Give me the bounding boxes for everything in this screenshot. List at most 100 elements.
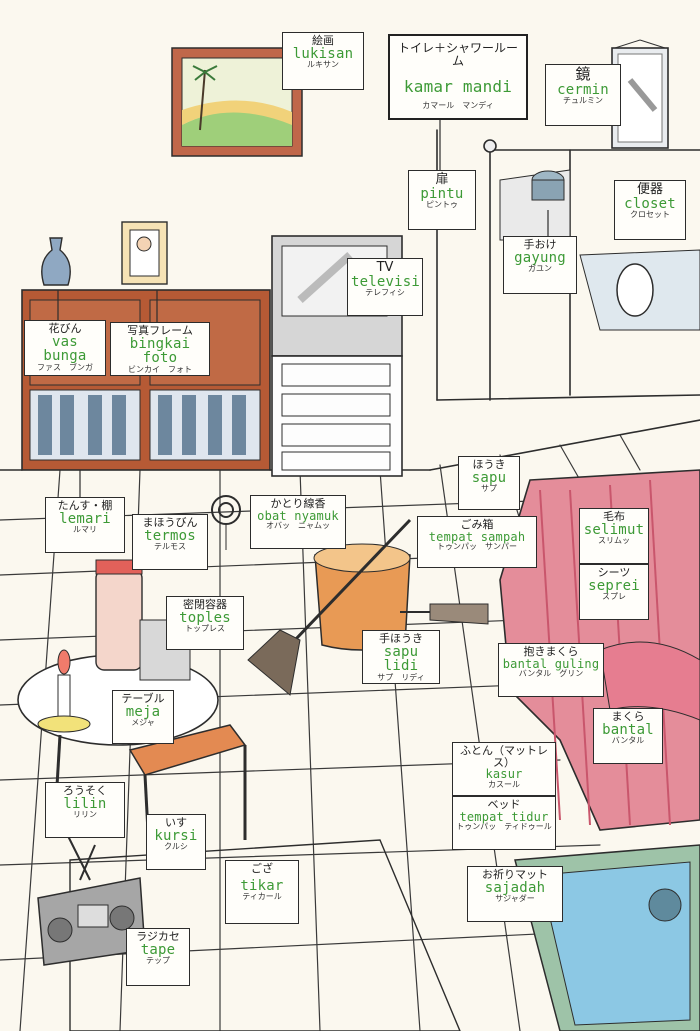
label-ja: 扉	[435, 172, 449, 187]
label-mirror: 鏡 cermin チュルミン	[545, 64, 621, 126]
label-kana: バンタル	[611, 736, 645, 746]
label-ja: 密閉容器	[183, 598, 227, 611]
label-ja: いす	[165, 816, 187, 829]
label-ja: まほうびん	[142, 516, 198, 529]
label-id: toples	[179, 609, 231, 626]
label-ja: ほうき	[472, 458, 506, 471]
label-id: kursi	[154, 827, 198, 844]
label-kana: ティカール	[242, 892, 282, 902]
label-kana: テルモス	[154, 542, 186, 552]
label-kana: ルマリ	[73, 525, 97, 535]
label-kana: メジャ	[131, 718, 155, 728]
label-ja: たんす・棚	[57, 499, 113, 512]
label-id: tape	[140, 941, 176, 958]
label-table: テーブル meja メジャ	[112, 690, 174, 744]
label-kana: ピントゥ	[426, 200, 458, 210]
label-id: sapu	[471, 469, 507, 486]
label-ja: 毛布	[603, 510, 625, 523]
label-vase: 花びん vas bunga ファス ブンガ	[24, 320, 106, 376]
label-kana: テップ	[146, 956, 170, 966]
label-radio: ラジカセ tape テップ	[126, 928, 190, 986]
label-chair: いす kursi クルシ	[146, 814, 206, 870]
label-kana: ルキサン	[307, 60, 339, 70]
label-id: kamar mandi	[403, 77, 513, 97]
label-ja: ラジカセ	[136, 930, 180, 943]
painting-illustration	[171, 47, 303, 157]
label-kana: カマール マンディ	[422, 100, 494, 110]
label-blanket: 毛布 selimut スリムッ	[579, 508, 649, 564]
label-id: tempat tidur	[459, 809, 549, 824]
label-kana: ファス ブンガ	[37, 362, 93, 372]
label-kana: クルシ	[164, 842, 188, 852]
label-sheet: シーツ seprei スプレ	[579, 564, 649, 620]
label-kana: ガユン	[528, 264, 552, 274]
cupboard-illustration	[21, 289, 271, 471]
label-ja: 手ほうき	[379, 632, 423, 645]
label-cupboard: たんす・棚 lemari ルマリ	[45, 497, 125, 553]
mirror-illustration	[611, 39, 669, 149]
label-id: meja	[125, 703, 161, 720]
label-mat: ござ tikar ティカール	[225, 860, 299, 924]
label-ja: かとり線香	[270, 497, 326, 510]
label-id: sajadah	[484, 879, 546, 896]
label-kana: オバッ ニャムッ	[266, 521, 330, 531]
label-kana: トゥンパッ ティドゥール	[456, 822, 552, 832]
label-candle: ろうそく lilin リリン	[45, 782, 125, 838]
label-dipper: 手おけ gayung ガユン	[503, 236, 577, 294]
label-id: lemari	[59, 510, 111, 527]
label-prayer-mat: お祈りマット sajadah サジャダー	[467, 866, 563, 922]
label-jar: 密閉容器 toples トップレス	[166, 596, 244, 650]
label-broom: ほうき sapu サプ	[458, 456, 520, 510]
label-ja: ろうそく	[63, 784, 107, 797]
label-kana: チュルミン	[563, 96, 603, 106]
label-id: bingkai foto	[129, 335, 191, 367]
label-kana: トップレス	[185, 624, 225, 634]
label-ja: 抱きまくら	[523, 645, 579, 658]
label-id: lukisan	[292, 45, 354, 62]
label-ja: 手おけ	[523, 238, 557, 251]
label-id: lilin	[63, 795, 107, 812]
label-ja: ふとん（マットレス）	[460, 744, 548, 769]
label-id: bantal	[602, 721, 654, 738]
label-kana: スリムッ	[598, 536, 630, 546]
label-id: sapu lidi	[383, 643, 419, 675]
label-tv: TV televisi テレフィシ	[347, 258, 423, 316]
label-ja: トイレ＋シャワールーム	[397, 41, 518, 68]
label-kana: バンタル グリン	[518, 669, 584, 679]
label-id: pintu	[420, 185, 464, 202]
label-kana: クロセット	[630, 210, 670, 220]
label-id: closet	[624, 195, 676, 212]
label-bolster: 抱きまくら bantal guling バンタル グリン	[498, 643, 604, 697]
label-kana: サプ	[481, 484, 497, 494]
label-toilet: 便器 closet クロセット	[614, 180, 686, 240]
label-id: cermin	[557, 81, 609, 98]
label-ja: シーツ	[597, 566, 631, 579]
radio-illustration	[37, 819, 146, 966]
label-kana: リリン	[73, 810, 97, 820]
label-id: kasur	[485, 767, 523, 782]
label-door: 扉 pintu ピントゥ	[408, 170, 476, 230]
label-ja: 写真フレーム	[127, 324, 193, 337]
label-ja: 便器	[636, 182, 663, 197]
label-id: obat nyamuk	[257, 508, 339, 523]
label-id: televisi	[351, 273, 421, 290]
label-ja: TV	[376, 260, 394, 275]
label-ja: お祈りマット	[482, 868, 548, 881]
label-ja: テーブル	[121, 692, 165, 705]
label-id: bantal guling	[502, 656, 600, 671]
label-kana: テレフィシ	[365, 288, 405, 298]
label-kana: カスール	[488, 779, 520, 789]
label-ja: ベッド	[487, 798, 521, 811]
label-ja: 花びん	[48, 322, 82, 335]
label-ja: まくら	[611, 710, 645, 723]
label-trash-can: ごみ箱 tempat sampah トゥンパッ サンパー	[417, 516, 537, 568]
label-id: seprei	[588, 577, 640, 594]
label-id: selimut	[583, 521, 645, 538]
label-id: termos	[144, 527, 196, 544]
label-id: tempat sampah	[428, 529, 526, 544]
label-kana: スプレ	[602, 592, 626, 602]
label-id: tikar	[240, 877, 284, 894]
label-bed: ベッド tempat tidur トゥンパッ ティドゥール	[452, 796, 556, 850]
label-pillow: まくら bantal バンタル	[593, 708, 663, 764]
